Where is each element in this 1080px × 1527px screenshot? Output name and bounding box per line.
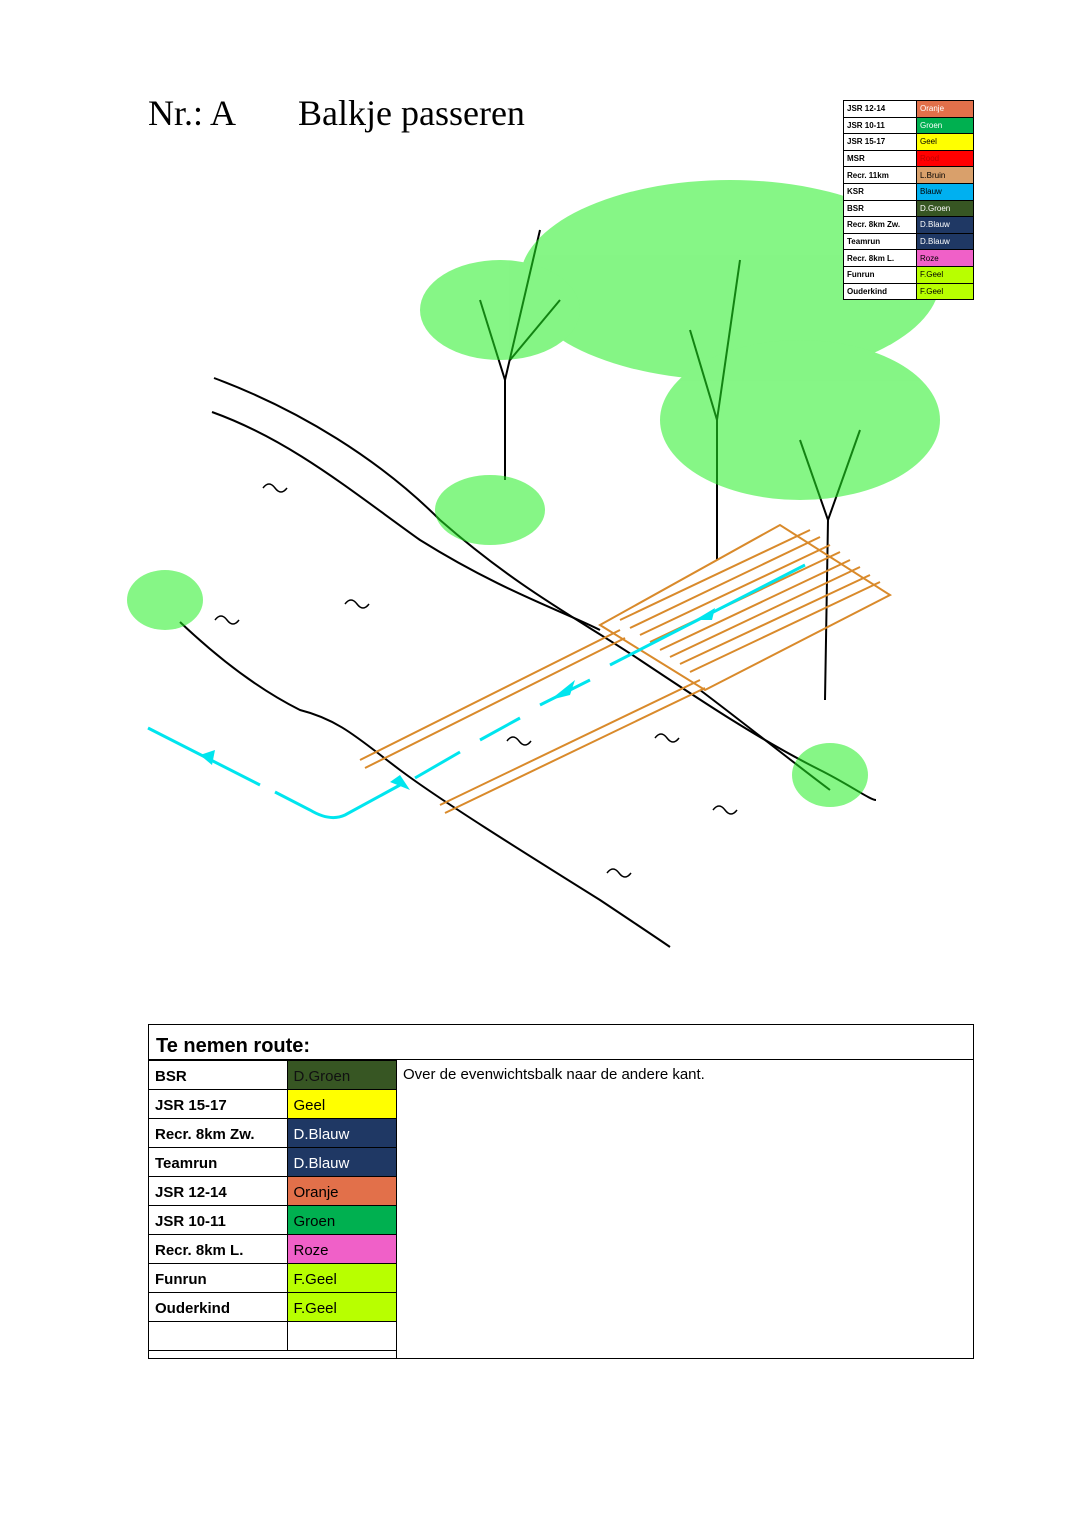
route-color — [286, 1321, 397, 1351]
route-row — [149, 1321, 397, 1351]
route-name: Ouderkind — [843, 282, 917, 301]
route-color: Geel — [286, 1089, 397, 1119]
route-color: Geel — [916, 133, 974, 151]
route-name: JSR 10-11 — [843, 116, 917, 135]
obstacle-number: Nr.: A — [148, 93, 237, 133]
route-name: Funrun — [843, 265, 917, 284]
legend-row: Recr. 8km Zw.D.Blauw — [843, 216, 974, 234]
obstacle-illustration — [127, 180, 940, 948]
route-color: Roze — [286, 1234, 397, 1264]
route-color: F.Geel — [916, 265, 974, 284]
route-row: Recr. 8km Zw.D.Blauw — [149, 1118, 397, 1148]
route-name: Recr. 8km Zw. — [843, 216, 917, 234]
route-name: Teamrun — [843, 232, 917, 251]
page-title: Balkje passeren — [298, 93, 525, 133]
route-name: BSR — [149, 1060, 288, 1090]
route-color: Rood — [916, 149, 974, 168]
route-name: JSR 15-17 — [843, 133, 917, 151]
route-name: BSR — [843, 199, 917, 218]
route-color: D.Blauw — [286, 1118, 397, 1148]
foliage — [127, 180, 940, 807]
route-color: F.Geel — [916, 282, 974, 301]
route-color: D.Blauw — [286, 1147, 397, 1177]
route-name — [149, 1321, 288, 1351]
route-color: D.Groen — [286, 1060, 397, 1090]
route-name: Ouderkind — [149, 1292, 288, 1322]
arrowheads — [200, 608, 715, 790]
route-name: JSR 12-14 — [149, 1176, 288, 1206]
route-name: Recr. 8km L. — [149, 1234, 288, 1264]
route-description: Over de evenwichtsbalk naar de andere ka… — [396, 1060, 973, 1358]
route-name: Recr. 8km L. — [843, 249, 917, 267]
route-color: D.Blauw — [916, 232, 974, 251]
route-table-heading: Te nemen route: — [149, 1025, 973, 1060]
route-color: F.Geel — [286, 1292, 397, 1322]
route-name: JSR 10-11 — [149, 1205, 288, 1235]
route-color: L.Bruin — [916, 166, 974, 184]
route-color: F.Geel — [286, 1263, 397, 1293]
legend-row: Recr. 8km L.Roze — [843, 249, 974, 267]
route-color: Oranje — [286, 1176, 397, 1206]
route-color: Oranje — [916, 100, 974, 118]
route-color: Groen — [286, 1205, 397, 1235]
route-name: JSR 12-14 — [843, 100, 917, 118]
route-color: D.Blauw — [916, 216, 974, 234]
route-color: Groen — [916, 116, 974, 135]
route-name: Recr. 8km Zw. — [149, 1118, 288, 1148]
route-color: Roze — [916, 249, 974, 267]
route-name: Recr. 11km — [843, 166, 917, 184]
route-name: MSR — [843, 149, 917, 168]
route-name: Teamrun — [149, 1147, 288, 1177]
water-marks — [214, 483, 738, 878]
route-name: KSR — [843, 182, 917, 201]
route-color: D.Groen — [916, 199, 974, 218]
route-color: Blauw — [916, 182, 974, 201]
route-row: Recr. 8km L.Roze — [149, 1234, 397, 1264]
route-name: JSR 15-17 — [149, 1089, 288, 1119]
route-name: Funrun — [149, 1263, 288, 1293]
